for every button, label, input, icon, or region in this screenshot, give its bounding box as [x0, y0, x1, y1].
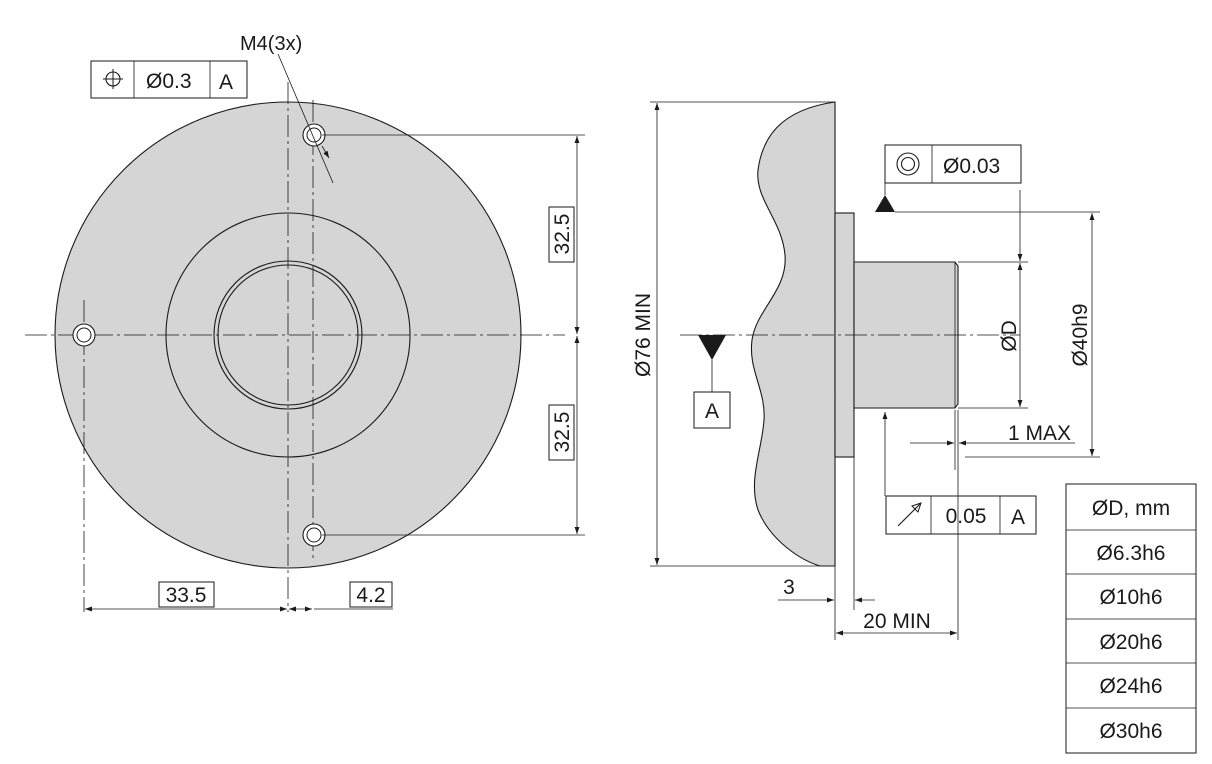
position-icon — [103, 69, 123, 89]
thread-hole-bottom — [302, 523, 326, 547]
concentricity-icon — [896, 152, 920, 176]
table-header: ØD, mm — [1092, 497, 1170, 520]
side-view: Ø76 MIN A Ø0.03 Ø40h9 — [632, 101, 1100, 640]
diameter-min: Ø76 MIN — [632, 293, 655, 377]
flange-section — [750, 101, 836, 567]
thread-leader — [277, 53, 334, 184]
table-row: Ø10h6 — [1099, 586, 1162, 609]
chamfer-max: 1 MAX — [1008, 422, 1071, 445]
pilot-diameter: Ø40h9 — [1069, 303, 1092, 366]
runout-tolerance: 0.05 — [946, 505, 987, 528]
thread-hole-left — [72, 323, 96, 347]
flange-thickness: 3 — [783, 576, 795, 599]
position-fcf: Ø0.3 A — [90, 60, 248, 99]
dim-box-offset — [349, 581, 393, 608]
circular-runout-icon — [897, 502, 922, 527]
position-tolerance: Ø0.3 — [146, 70, 192, 93]
dim-box-upper — [548, 206, 575, 263]
front-view: M4(3x) Ø0.3 A 32.5 32.5 33.5 — [25, 33, 585, 612]
thread-hole-top — [302, 123, 326, 147]
thread-callout: M4(3x) — [240, 33, 302, 55]
position-datum: A — [219, 71, 233, 94]
dim-horizontal: 33.5 — [166, 584, 207, 607]
table-row: Ø24h6 — [1099, 675, 1162, 698]
concentricity-tolerance: Ø0.03 — [943, 155, 1000, 178]
length-min: 20 MIN — [863, 610, 931, 633]
runout-datum: A — [1011, 506, 1025, 529]
dim-box-lower — [548, 404, 575, 461]
dim-lower: 32.5 — [551, 412, 574, 453]
table-row: Ø6.3h6 — [1097, 542, 1166, 565]
shaft-diameter: ØD — [998, 320, 1021, 352]
dim-offset: 4.2 — [356, 584, 385, 607]
runout-fcf: 0.05 A — [882, 412, 1037, 535]
concentricity-fcf: Ø0.03 — [875, 144, 1022, 212]
datum-symbol: A — [693, 335, 731, 429]
table-row: Ø20h6 — [1099, 631, 1162, 654]
dim-box-horizontal — [158, 581, 215, 608]
table-row: Ø30h6 — [1099, 720, 1162, 743]
shaft-diameter-table: ØD, mm Ø6.3h6 Ø10h6 Ø20h6 Ø24h6 Ø30h6 — [1065, 483, 1197, 754]
datum-label: A — [705, 400, 719, 423]
dim-upper: 32.5 — [551, 214, 574, 255]
